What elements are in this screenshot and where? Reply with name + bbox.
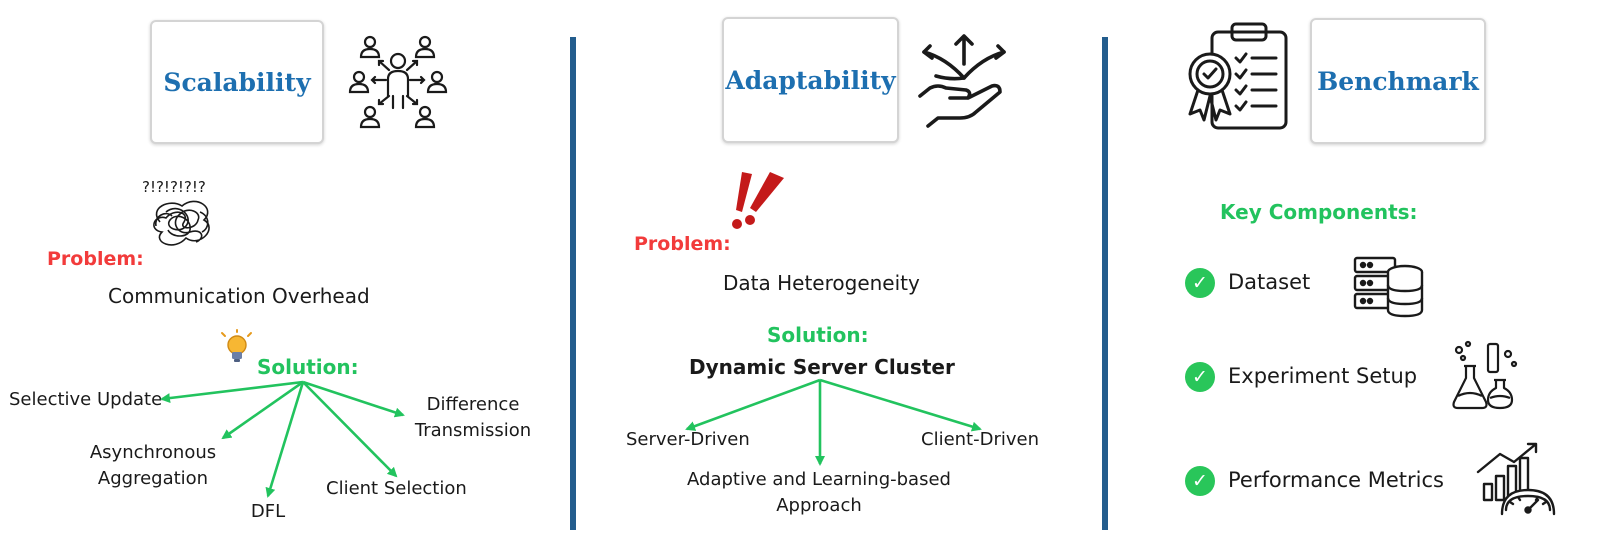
adaptability-solution-label: Solution: xyxy=(767,323,869,347)
network-people-icon xyxy=(348,35,448,129)
solution-client-selection: Client Selection xyxy=(326,478,467,499)
key-components-label: Key Components: xyxy=(1220,200,1418,224)
certificate-clipboard-icon xyxy=(1188,22,1288,130)
scalability-solution-label: Solution: xyxy=(257,355,359,379)
check-icon-dataset: ✓ xyxy=(1185,268,1215,298)
arrow-to-asynchronous-aggregation xyxy=(221,380,304,440)
hand-arrows-icon xyxy=(918,34,1006,128)
arrow-to-client-driven xyxy=(819,378,982,432)
lightbulb-icon xyxy=(221,329,252,362)
solution-asynchronous-aggregation: Asynchronous Aggregation xyxy=(89,442,217,489)
arrow-to-difference-transmission xyxy=(302,380,405,418)
solution-selective-update: Selective Update xyxy=(9,389,163,410)
arrow-to-selective-update xyxy=(160,380,304,404)
arrow-to-client-selection xyxy=(302,381,398,478)
divider-left xyxy=(570,37,576,530)
adaptability-title-box: Adaptability xyxy=(722,17,899,143)
component-experiment-setup: Experiment Setup xyxy=(1228,364,1418,388)
scalability-problem: Communication Overhead xyxy=(108,284,370,308)
arrow-to-server-driven xyxy=(685,378,821,431)
database-icon xyxy=(1353,256,1424,318)
svg-text:?!?!?!?!?: ?!?!?!?!? xyxy=(142,178,206,196)
scalability-title-box: Scalability xyxy=(150,20,324,144)
component-performance-metrics: Performance Metrics xyxy=(1228,468,1444,492)
solution-dfl: DFL xyxy=(250,501,286,522)
scalability-problem-label: Problem: xyxy=(47,248,144,270)
tangled-thoughts-icon: ?!?!?!?!? xyxy=(142,178,210,246)
check-icon-experiment: ✓ xyxy=(1185,362,1215,392)
gauge-chart-icon xyxy=(1476,442,1556,516)
exclamation-icon xyxy=(732,172,784,229)
branch-server-driven: Server-Driven xyxy=(626,429,750,450)
branch-adaptive-learning: Adaptive and Learning-based Approach xyxy=(687,469,951,516)
arrow-to-dfl xyxy=(265,381,305,498)
benchmark-title-box: Benchmark xyxy=(1310,18,1486,144)
adaptability-problem-label: Problem: xyxy=(634,233,731,255)
adaptability-title: Adaptability xyxy=(725,65,896,95)
solution-difference-transmission: Difference Transmission xyxy=(414,394,532,441)
adaptability-solution: Dynamic Server Cluster xyxy=(689,355,955,379)
adaptability-problem: Data Heterogeneity xyxy=(723,271,920,295)
check-icon-metrics: ✓ xyxy=(1185,466,1215,496)
component-dataset: Dataset xyxy=(1228,270,1311,294)
divider-right xyxy=(1102,37,1108,530)
branch-client-driven: Client-Driven xyxy=(921,429,1040,450)
benchmark-title: Benchmark xyxy=(1317,66,1479,96)
scalability-title: Scalability xyxy=(163,67,311,97)
lab-flasks-icon xyxy=(1452,340,1518,410)
